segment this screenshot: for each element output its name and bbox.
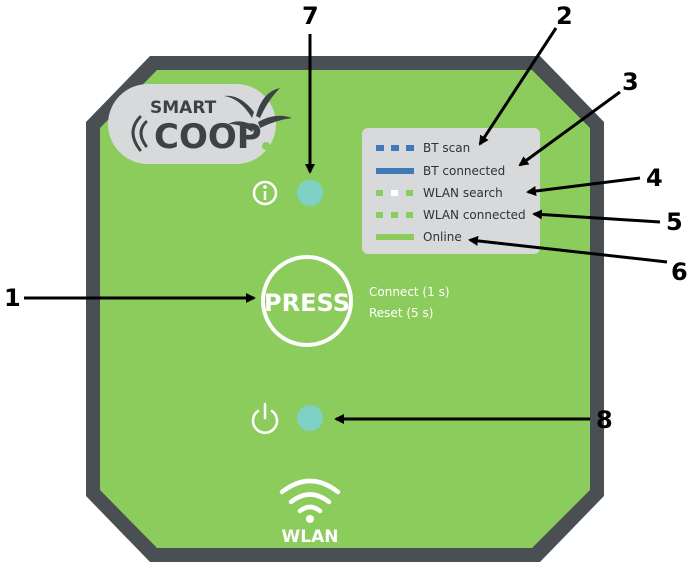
callout-3: 3 (622, 68, 639, 96)
logo-badge (108, 84, 276, 164)
palm-leaf-dot (262, 142, 270, 150)
legend-panel (362, 128, 540, 254)
wlan-label: WLAN (282, 527, 339, 547)
arrow-4 (526, 176, 641, 196)
callout-8: 8 (596, 406, 613, 434)
legend-swatch-bt-connected (376, 168, 414, 174)
palm-leaf-icon (224, 88, 292, 132)
arrow-5 (532, 209, 661, 224)
power-icon (251, 402, 279, 434)
callout-arrows (24, 27, 668, 424)
legend-label-wlan-connected: WLAN connected (423, 208, 526, 222)
callout-7: 7 (302, 2, 319, 30)
callout-4: 4 (646, 164, 663, 192)
legend-swatch-wlan-connected (376, 212, 413, 218)
arrow-6 (468, 235, 668, 264)
legend-swatch-online (376, 234, 414, 240)
callout-5: 5 (666, 208, 683, 236)
press-hint-connect: Connect (1 s) (369, 285, 450, 299)
info-icon (252, 180, 278, 206)
legend-label-wlan-search: WLAN search (423, 186, 503, 200)
legend-label-online: Online (423, 230, 462, 244)
legend-label-bt-connected: BT connected (423, 164, 505, 178)
callout-6: 6 (671, 258, 688, 286)
callout-1: 1 (4, 284, 21, 312)
callout-2: 2 (556, 2, 573, 30)
logo-signal-icon (131, 115, 148, 152)
press-button-label: PRESS (264, 289, 350, 317)
callout-numbers: 1 2 3 4 5 6 7 8 (4, 2, 688, 434)
press-button[interactable] (261, 255, 353, 347)
power-led (297, 405, 323, 431)
wifi-icon (279, 478, 341, 523)
legend-label-bt-scan: BT scan (423, 141, 470, 155)
legend-swatch-wlan-search (376, 190, 413, 196)
smartcoop-logo: SMART COOP (108, 84, 292, 164)
press-hint-reset: Reset (5 s) (369, 306, 433, 320)
logo-word-smart: SMART (150, 98, 217, 118)
status-led (297, 180, 323, 206)
legend-swatch-bt-scan (376, 145, 414, 151)
arrow-3 (518, 90, 621, 167)
arrow-2 (478, 27, 558, 146)
